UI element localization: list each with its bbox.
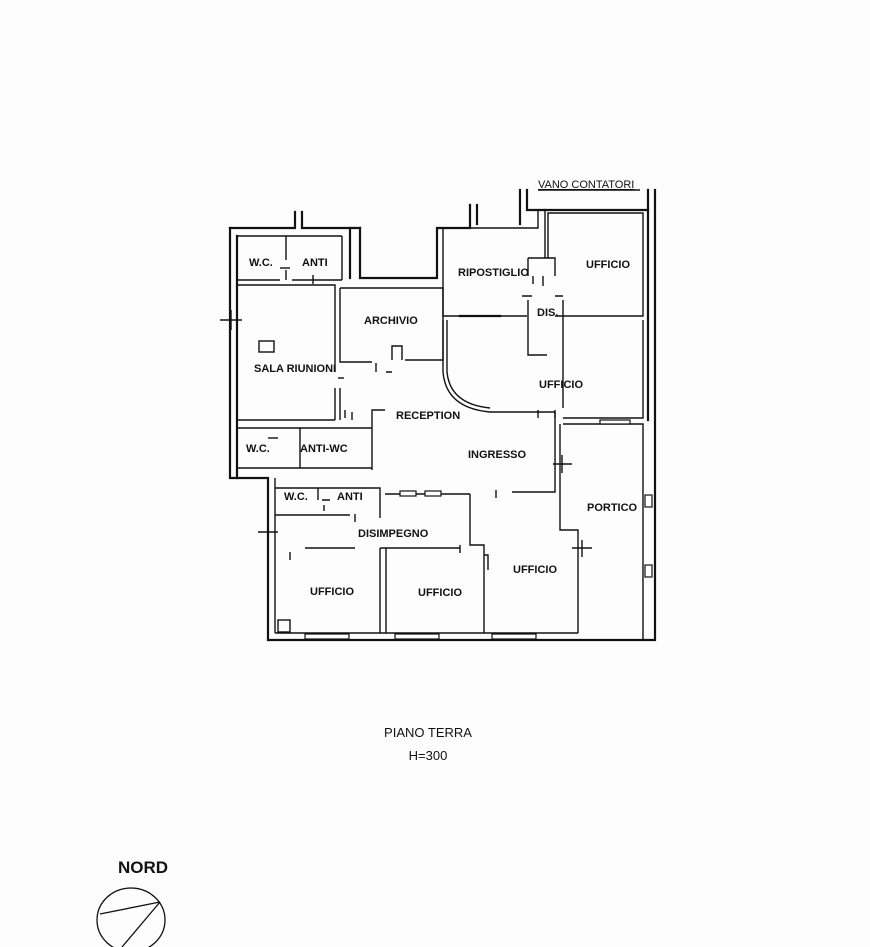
room-labels: W.C. ANTI RIPOSTIGLIO UFFICIO ARCHIVIO D… (246, 257, 638, 599)
vano-contatori-label: VANO CONTATORI (538, 179, 634, 191)
room-label-disimpegno: DISIMPEGNO (358, 528, 429, 540)
room-label-wc-2: W.C. (246, 443, 270, 455)
room-label-archivio: ARCHIVIO (364, 315, 418, 327)
room-label-wc-3: W.C. (284, 491, 308, 503)
room-label-sala-riunioni: SALA RIUNIONI (254, 363, 336, 375)
room-label-ufficio-sw: UFFICIO (310, 586, 354, 598)
floor-name: PIANO TERRA (384, 725, 472, 740)
room-label-anti-3: ANTI (337, 491, 363, 503)
room-label-anti-1: ANTI (302, 257, 328, 269)
column-marker (258, 340, 275, 353)
column-marker (277, 619, 291, 633)
room-label-portico: PORTICO (587, 502, 638, 514)
interior-walls (237, 210, 644, 640)
room-label-reception: RECEPTION (396, 410, 460, 422)
doors (280, 267, 563, 560)
compass-label: NORD (118, 858, 168, 877)
room-label-ufficio-ne: UFFICIO (586, 259, 630, 271)
room-label-anti-wc: ANTI-WC (300, 443, 348, 455)
floor-height: H=300 (409, 748, 448, 763)
room-label-wc-1: W.C. (249, 257, 273, 269)
compass-icon (96, 887, 166, 947)
room-label-ufficio-e: UFFICIO (539, 379, 583, 391)
room-label-dis: DIS. (537, 307, 558, 319)
room-label-ufficio-s: UFFICIO (418, 587, 462, 599)
section-marks (220, 310, 592, 557)
room-label-ufficio-se: UFFICIO (513, 564, 557, 576)
room-label-ingresso: INGRESSO (468, 449, 527, 461)
room-label-ripostiglio: RIPOSTIGLIO (458, 267, 529, 279)
outer-walls (228, 188, 657, 642)
windows (304, 419, 653, 640)
